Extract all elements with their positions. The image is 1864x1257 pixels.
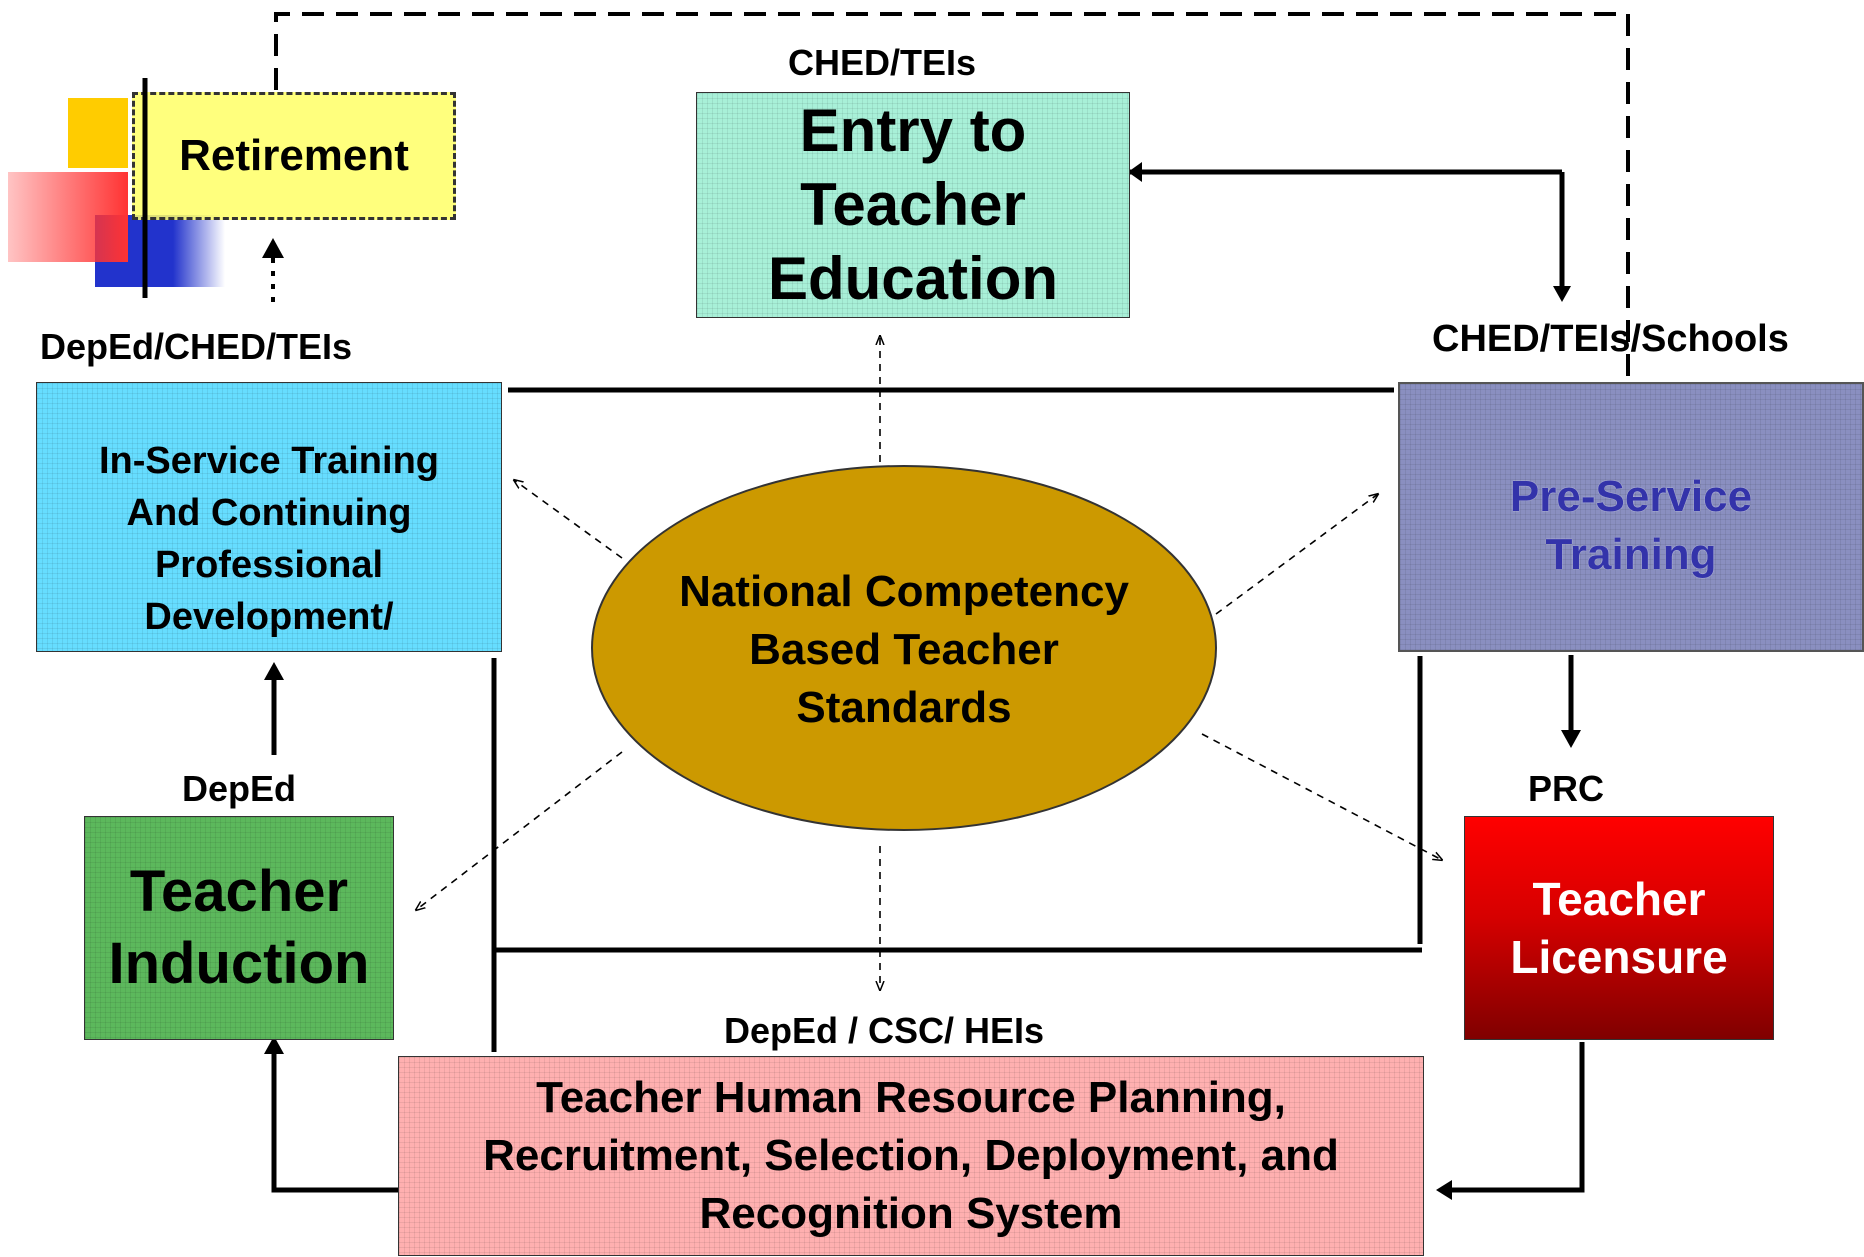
entry-box: Entry to Teacher Education bbox=[696, 92, 1130, 318]
induction-box-label: Teacher Induction bbox=[108, 859, 370, 996]
induction-owner-label: DepEd bbox=[182, 768, 297, 809]
licensure-owner-label: PRC bbox=[1528, 768, 1605, 809]
preservice-box: Pre-Service Training bbox=[1398, 382, 1864, 652]
center-arrow-preservice bbox=[1215, 494, 1378, 615]
center-standards-label-wrap: National Competency Based Teacher Standa… bbox=[660, 520, 1148, 780]
hr-box: Teacher Human Resource Planning, Recruit… bbox=[398, 1056, 1424, 1256]
inservice-box: In-Service Training And Continuing Profe… bbox=[36, 382, 502, 652]
center-standards-label: National Competency Based Teacher Standa… bbox=[679, 567, 1129, 732]
retirement-box: Retirement bbox=[132, 92, 456, 220]
induction-box: Teacher Induction bbox=[84, 816, 394, 1040]
connector-licensure-hr bbox=[1450, 1042, 1585, 1193]
preservice-owner-label: CHED/TEIs/Schools bbox=[1432, 318, 1789, 360]
hr-owner-label: DepEd / CSC/ HEIs bbox=[724, 1010, 1045, 1051]
center-arrow-licensure bbox=[1201, 733, 1442, 860]
center-arrow-inservice bbox=[514, 480, 623, 559]
decor-yellow-square bbox=[68, 98, 128, 168]
licensure-box-label: Teacher Licensure bbox=[1510, 873, 1728, 983]
center-ellipse bbox=[591, 465, 1217, 831]
preservice-box-label: Pre-Service Training bbox=[1509, 472, 1753, 579]
retirement-label: Retirement bbox=[179, 131, 409, 180]
licensure-box: Teacher Licensure bbox=[1464, 816, 1774, 1040]
hr-box-label: Teacher Human Resource Planning, Recruit… bbox=[483, 1073, 1339, 1238]
connector-hr-induction bbox=[271, 1050, 398, 1193]
dashed-loop-connector bbox=[274, 12, 1630, 380]
inservice-owner-label: DepEd/CHED/TEIs bbox=[40, 326, 353, 367]
center-arrow-induction bbox=[416, 751, 623, 910]
inservice-box-label: In-Service Training And Continuing Profe… bbox=[99, 440, 439, 638]
entry-owner-label: CHED/TEIs bbox=[788, 42, 977, 83]
entry-box-label: Entry to Teacher Education bbox=[767, 97, 1058, 312]
